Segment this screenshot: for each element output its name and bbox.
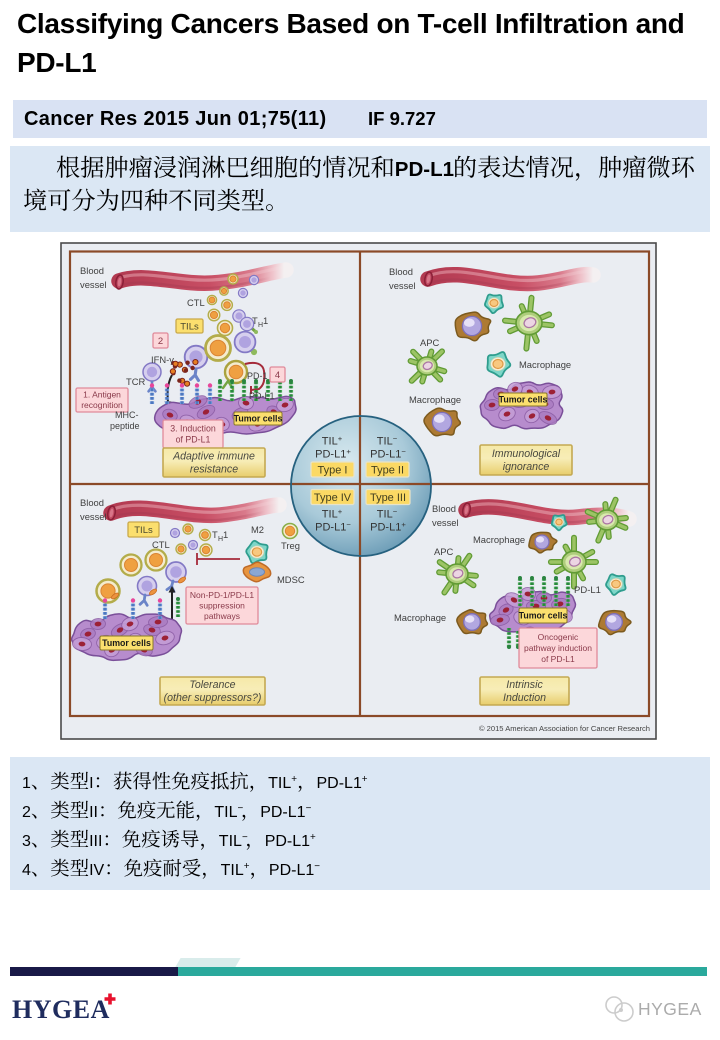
svg-text:+: +	[310, 832, 316, 843]
svg-text:peptide: peptide	[110, 421, 140, 431]
svg-text:III: III	[89, 833, 102, 850]
svg-text:of PD-L1: of PD-L1	[176, 435, 211, 445]
svg-text:PD-L1: PD-L1	[395, 158, 454, 181]
svg-text:Macrophage: Macrophage	[394, 612, 446, 623]
svg-text:1: 1	[223, 529, 228, 540]
svg-text:PD-L1−: PD-L1−	[315, 520, 351, 534]
svg-text:pathways: pathways	[204, 611, 240, 621]
svg-text:TIL+: TIL+	[322, 434, 343, 448]
svg-text:TILs: TILs	[180, 321, 199, 332]
svg-text:−: −	[306, 803, 312, 814]
svg-text:TIL+: TIL+	[322, 507, 343, 521]
svg-text:PD-L1+: PD-L1+	[315, 447, 351, 461]
svg-text:2: 2	[158, 336, 163, 347]
svg-text:CTL: CTL	[187, 297, 205, 308]
svg-text:3: 3	[22, 833, 31, 850]
svg-text:TCR: TCR	[126, 376, 145, 387]
svg-text:Blood: Blood	[389, 266, 413, 277]
svg-text:TIL: TIL	[214, 804, 237, 821]
svg-text:H: H	[258, 322, 263, 329]
svg-text:PD-L1+: PD-L1+	[370, 520, 406, 534]
svg-text:vessel: vessel	[80, 511, 107, 522]
svg-text:© 2015 American Association fo: © 2015 American Association for Cancer R…	[479, 724, 650, 733]
svg-text:IV: IV	[89, 862, 104, 879]
svg-text:suppression: suppression	[199, 601, 245, 611]
svg-text:T: T	[252, 315, 258, 326]
svg-text:vessel: vessel	[432, 517, 459, 528]
svg-text:PD-L1: PD-L1	[269, 862, 314, 879]
svg-text:of PD-L1: of PD-L1	[541, 654, 575, 664]
svg-text:recognition: recognition	[81, 400, 123, 410]
svg-text:4: 4	[22, 862, 31, 879]
svg-text:Macrophage: Macrophage	[519, 359, 571, 370]
svg-text:1: 1	[263, 315, 268, 326]
svg-text:Tumor cells: Tumor cells	[519, 611, 568, 621]
svg-text:Macrophage: Macrophage	[473, 534, 525, 545]
svg-text:Induction: Induction	[503, 692, 546, 704]
svg-text:T: T	[212, 529, 218, 540]
svg-text:TIL−: TIL−	[377, 507, 398, 521]
svg-text:4: 4	[275, 370, 280, 381]
svg-text:TILs: TILs	[134, 525, 153, 536]
svg-text:Type IV: Type IV	[314, 492, 352, 504]
svg-text:Type I: Type I	[318, 464, 348, 476]
svg-text:PD-1: PD-1	[247, 371, 268, 381]
svg-text:Tumor cells: Tumor cells	[102, 638, 151, 648]
svg-text:−: −	[242, 832, 248, 843]
svg-text:H: H	[218, 536, 223, 543]
svg-text:PD-L1: PD-L1	[249, 391, 275, 401]
svg-text:I: I	[89, 775, 93, 792]
svg-text:vessel: vessel	[80, 279, 107, 290]
svg-text:−: −	[314, 861, 320, 872]
svg-text:−: −	[238, 803, 244, 814]
svg-text:APC: APC	[434, 546, 454, 557]
svg-text:3. Induction: 3. Induction	[170, 424, 216, 434]
svg-text:Type III: Type III	[370, 492, 406, 504]
svg-text:Blood: Blood	[432, 503, 456, 514]
svg-text:Tumor cells: Tumor cells	[499, 395, 548, 405]
svg-text:M2: M2	[251, 524, 264, 535]
svg-text:pathway induction: pathway induction	[524, 643, 592, 653]
svg-text:Non-PD-1/PD-L1: Non-PD-1/PD-L1	[190, 590, 255, 600]
svg-text:CTL: CTL	[152, 539, 170, 550]
svg-text:APC: APC	[420, 337, 440, 348]
svg-text:resistance: resistance	[190, 464, 238, 476]
svg-text:Macrophage: Macrophage	[409, 394, 461, 405]
svg-text:PD-L1: PD-L1	[265, 833, 310, 850]
svg-text:Tolerance: Tolerance	[189, 679, 235, 691]
svg-text:IFN-γ: IFN-γ	[151, 354, 174, 365]
svg-text:MHC-: MHC-	[115, 410, 139, 420]
svg-text:TIL: TIL	[268, 775, 291, 792]
svg-text:Adaptive immune: Adaptive immune	[172, 451, 255, 463]
svg-text:Blood: Blood	[80, 265, 104, 276]
svg-text:+: +	[244, 861, 250, 872]
svg-text:PD-L1: PD-L1	[574, 585, 601, 596]
svg-text:Oncogenic: Oncogenic	[538, 632, 579, 642]
svg-text:1: 1	[22, 775, 31, 792]
svg-text:vessel: vessel	[389, 280, 416, 291]
svg-text:TIL: TIL	[219, 833, 242, 850]
svg-text:Intrinsic: Intrinsic	[506, 679, 543, 691]
svg-text:+: +	[291, 774, 297, 785]
svg-text:+: +	[362, 774, 368, 785]
svg-text:Treg: Treg	[281, 540, 300, 551]
svg-text:Blood: Blood	[80, 497, 104, 508]
svg-text:TIL−: TIL−	[377, 434, 398, 448]
svg-text:II: II	[89, 804, 98, 821]
svg-text:TIL: TIL	[221, 862, 244, 879]
svg-text:PD-L1: PD-L1	[317, 775, 362, 792]
svg-text:(other suppressors?): (other suppressors?)	[164, 692, 262, 704]
svg-text:Tumor cells: Tumor cells	[234, 414, 283, 424]
svg-text:Immunological: Immunological	[492, 448, 561, 460]
svg-text:1. Antigen: 1. Antigen	[83, 390, 121, 400]
svg-text:MDSC: MDSC	[277, 574, 305, 585]
svg-text:PD-L1: PD-L1	[260, 804, 305, 821]
svg-text:Type II: Type II	[371, 464, 404, 476]
svg-text:ignorance: ignorance	[503, 461, 550, 473]
svg-text:2: 2	[22, 804, 31, 821]
svg-text:PD-L1−: PD-L1−	[370, 447, 406, 461]
